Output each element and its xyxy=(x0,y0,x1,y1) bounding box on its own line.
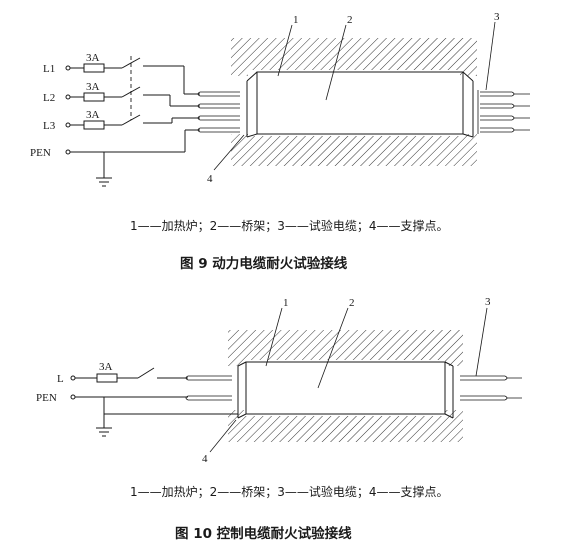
fig9-label-l2: L2 xyxy=(43,92,55,104)
fig9-fuse-l2 xyxy=(83,92,105,102)
fig10-callout-1: 1 xyxy=(283,297,289,309)
fig10-supply-wiring xyxy=(70,367,238,437)
fig9-fuse-rating-l1: 3A xyxy=(86,52,100,64)
fig9-fuse-l1 xyxy=(83,63,105,73)
fig9-supply-wiring xyxy=(65,56,200,187)
fig9-callout-3: 3 xyxy=(494,11,500,23)
fig10-label-l: L xyxy=(57,373,64,385)
fig9-label-pen: PEN xyxy=(30,147,51,159)
fig10-fuse-rating: 3A xyxy=(99,361,113,373)
fig9-fuse-rating-l3: 3A xyxy=(86,109,100,121)
fig9-label-l3: L3 xyxy=(43,120,56,132)
fig10-callout-4: 4 xyxy=(202,453,208,465)
fig10-cable-tray xyxy=(237,361,454,419)
fig10-leaders xyxy=(209,307,488,453)
fig9-furnace-hatch xyxy=(208,38,510,166)
fig9-legend: 1——加热炉；2——桥架；3——试验电缆；4——支撑点。 xyxy=(130,218,449,233)
fig9-leaders xyxy=(213,21,496,171)
fig10-test-cables xyxy=(185,375,522,401)
fig9-label-l1: L1 xyxy=(43,63,55,75)
fig9-fuse-l3 xyxy=(83,120,105,130)
fig9-test-cables xyxy=(197,90,530,134)
fig9-callout-1: 1 xyxy=(293,14,299,26)
fig10-fuse xyxy=(96,373,118,383)
fig9-callout-2: 2 xyxy=(347,14,353,26)
fig9-fuse-rating-l2: 3A xyxy=(86,81,100,93)
fig9-callout-4: 4 xyxy=(207,173,213,185)
fig9-ground-icon xyxy=(96,177,112,187)
fig10-callout-2: 2 xyxy=(349,297,355,309)
fig10-ground-icon xyxy=(96,427,112,437)
fig10-title: 图 10 控制电缆耐火试验接线 xyxy=(175,525,352,542)
figure-9: L1 L2 L3 PEN 3A 3A 3A 1 2 3 4 1——加热炉；2——… xyxy=(30,11,530,272)
fig10-callout-3: 3 xyxy=(485,296,491,308)
fig9-title: 图 9 动力电缆耐火试验接线 xyxy=(180,255,348,272)
fig10-legend: 1——加热炉；2——桥架；3——试验电缆；4——支撑点。 xyxy=(130,484,449,499)
fig10-label-pen: PEN xyxy=(36,392,57,404)
fig10-furnace-hatch xyxy=(205,330,495,442)
fig9-cable-tray xyxy=(246,71,474,138)
figure-10: L PEN 3A 1 2 3 4 1——加热炉；2——桥架；3——试验电缆；4—… xyxy=(36,296,522,542)
